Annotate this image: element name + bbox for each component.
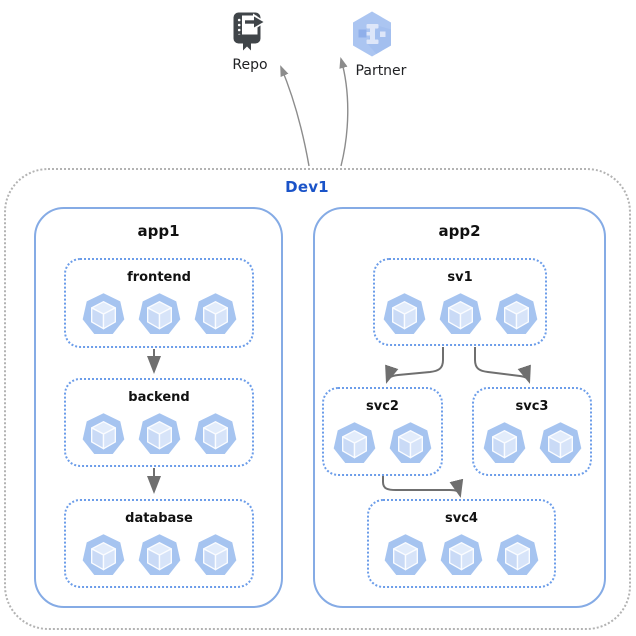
dev1-environment-box <box>4 168 631 630</box>
pod-icon <box>439 293 481 334</box>
pod-icon <box>440 534 483 575</box>
pod-icon <box>82 534 124 575</box>
service-box-sv1: sv1 <box>373 258 547 346</box>
frontend-pods <box>81 291 238 336</box>
app1-box: app1 frontend backend <box>34 207 283 608</box>
service-box-frontend: frontend <box>64 258 254 348</box>
svc4-pods <box>383 532 540 577</box>
pod-icon <box>194 293 236 334</box>
service-box-database: database <box>64 499 254 588</box>
partner-icon <box>353 11 391 57</box>
frontend-label: frontend <box>127 270 191 285</box>
pod-icon <box>333 422 376 463</box>
svc2-label: svc2 <box>366 399 399 414</box>
pod-icon <box>495 293 537 334</box>
pod-icon <box>82 293 124 334</box>
repo-label: Repo <box>232 57 268 73</box>
service-box-backend: backend <box>64 378 254 467</box>
service-box-svc2: svc2 <box>322 387 443 476</box>
dev1-label: Dev1 <box>285 178 329 196</box>
pod-icon <box>138 413 180 454</box>
app2-label: app2 <box>438 222 481 240</box>
app1-label: app1 <box>137 222 180 240</box>
arrow-dev1-to-repo <box>280 65 310 167</box>
backend-pods <box>81 411 238 456</box>
pod-icon <box>138 534 180 575</box>
pod-icon <box>483 422 525 463</box>
source-repo-icon <box>233 12 266 51</box>
pod-icon <box>383 293 425 334</box>
svc3-label: svc3 <box>515 399 549 414</box>
pod-icon <box>194 413 236 454</box>
svc2-pods <box>332 420 433 465</box>
pod-icon <box>138 293 180 334</box>
sv1-pods <box>382 291 539 336</box>
pod-icon <box>496 534 539 575</box>
pod-icon <box>389 422 432 463</box>
database-label: database <box>125 511 193 526</box>
pod-icon <box>539 422 581 463</box>
svc4-label: svc4 <box>445 511 478 526</box>
pod-icon <box>194 534 236 575</box>
svc3-pods <box>482 420 583 465</box>
service-box-svc4: svc4 <box>367 499 556 588</box>
app2-box: app2 sv1 svc2 <box>313 207 606 608</box>
pod-icon <box>384 534 427 575</box>
service-box-svc3: svc3 <box>472 387 592 476</box>
database-pods <box>81 532 238 577</box>
pod-icon <box>82 413 124 454</box>
backend-label: backend <box>128 390 190 405</box>
sv1-label: sv1 <box>447 270 473 285</box>
partner-label: Partner <box>355 63 407 79</box>
